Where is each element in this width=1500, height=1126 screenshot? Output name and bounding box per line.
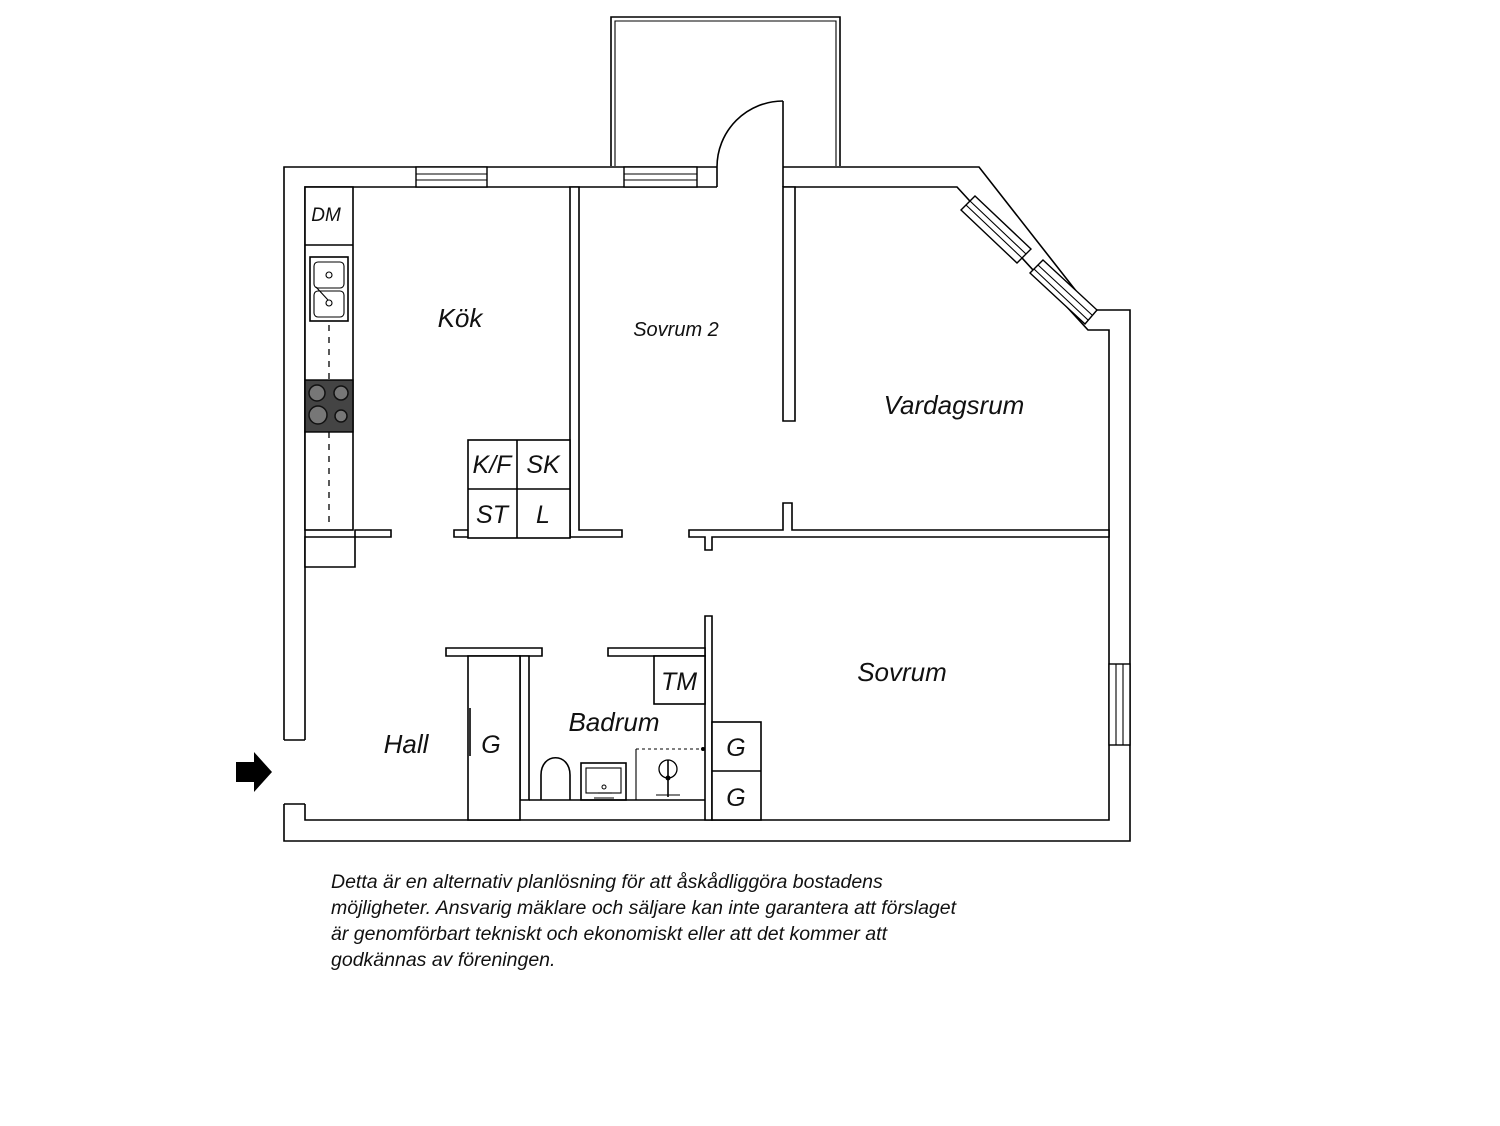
room-label-hall: Hall xyxy=(384,729,430,759)
wardrobe-label-1: G xyxy=(726,734,745,762)
cabinet-st-label: ST xyxy=(476,501,510,529)
disclaimer-line: Detta är en alternativ planlösning för a… xyxy=(331,871,883,893)
washbasin-icon xyxy=(580,762,627,801)
wardrobe-label-2: G xyxy=(726,784,745,812)
cabinet-l-label: L xyxy=(536,501,550,529)
fridge-freezer-label: K/F xyxy=(473,451,514,479)
toilet-icon xyxy=(540,757,571,801)
interior-walls xyxy=(304,186,1110,821)
bedroom-wardrobes xyxy=(711,721,762,821)
balcony xyxy=(610,16,841,166)
window-living-2 xyxy=(1028,259,1098,326)
washing-machine xyxy=(653,655,706,705)
balcony-door-opening xyxy=(717,165,783,189)
window-bedroom-2 xyxy=(623,166,698,188)
hall-wardrobe xyxy=(467,655,521,821)
room-label-bedroom: Sovrum xyxy=(857,657,947,687)
disclaimer-text: Detta är en alternativ planlösning för a… xyxy=(331,869,1071,973)
room-label-kitchen: Kök xyxy=(438,303,485,333)
room-label-bedroom-2: Sovrum 2 xyxy=(633,319,719,341)
entrance-arrow-icon xyxy=(236,752,272,792)
hall-wardrobe-label: G xyxy=(481,731,500,759)
washing-machine-label: TM xyxy=(661,668,697,696)
balcony-door[interactable] xyxy=(716,100,784,187)
outer-wall xyxy=(283,166,1131,842)
kitchen-counter xyxy=(304,186,354,531)
shower-icon xyxy=(635,747,706,801)
window-living-1 xyxy=(959,195,1033,264)
window-bedroom xyxy=(1108,663,1131,746)
disclaimer-line: möjligheter. Ansvarig mäklare och säljar… xyxy=(331,897,957,919)
kitchen-cabinets xyxy=(467,439,571,539)
stove-icon xyxy=(304,379,354,433)
room-label-bathroom: Badrum xyxy=(568,707,659,737)
entrance-opening xyxy=(282,740,307,804)
disclaimer-line: är genomförbart tekniskt och ekonomiskt … xyxy=(331,923,887,945)
sink-icon xyxy=(309,256,349,322)
window-kitchen xyxy=(415,166,488,188)
dishwasher-label: DM xyxy=(311,205,341,226)
disclaimer-line: godkännas av föreningen. xyxy=(331,949,556,971)
room-label-living-room: Vardagsrum xyxy=(884,390,1025,420)
cabinet-sk-label: SK xyxy=(526,451,561,479)
